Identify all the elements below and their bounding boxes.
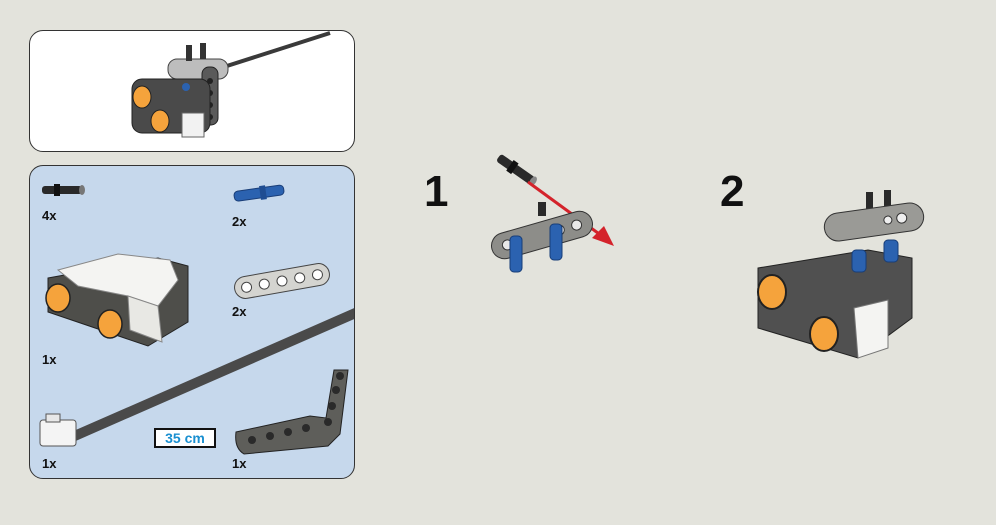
step-1-illustration <box>491 154 614 273</box>
parts-list-panel: 4x 2x 2x 1x 35 cm 1x 1x <box>29 165 355 479</box>
assembled-sensor-preview <box>131 31 331 138</box>
ultrasonic-sensor-part <box>45 253 189 347</box>
beam-part <box>234 263 330 299</box>
blue-axle-pin-part <box>233 184 285 202</box>
step-1-number: 1 <box>424 167 449 216</box>
ultrasonic-sensor-quantity: 1x <box>42 352 57 367</box>
step-2-number: 2 <box>720 167 745 216</box>
l-beam-quantity: 1x <box>232 456 247 471</box>
cable-length-label: 35 cm <box>154 428 216 448</box>
preview-panel <box>29 30 355 152</box>
step-2-illustration <box>757 190 925 359</box>
blue-axle-pin-quantity: 2x <box>232 214 247 229</box>
beam-quantity: 2x <box>232 304 247 319</box>
l-beam-part <box>235 369 349 455</box>
cable-quantity: 1x <box>42 456 57 471</box>
black-pin-quantity: 4x <box>42 208 57 223</box>
black-pin-part <box>42 184 85 196</box>
cable-part <box>39 308 354 447</box>
